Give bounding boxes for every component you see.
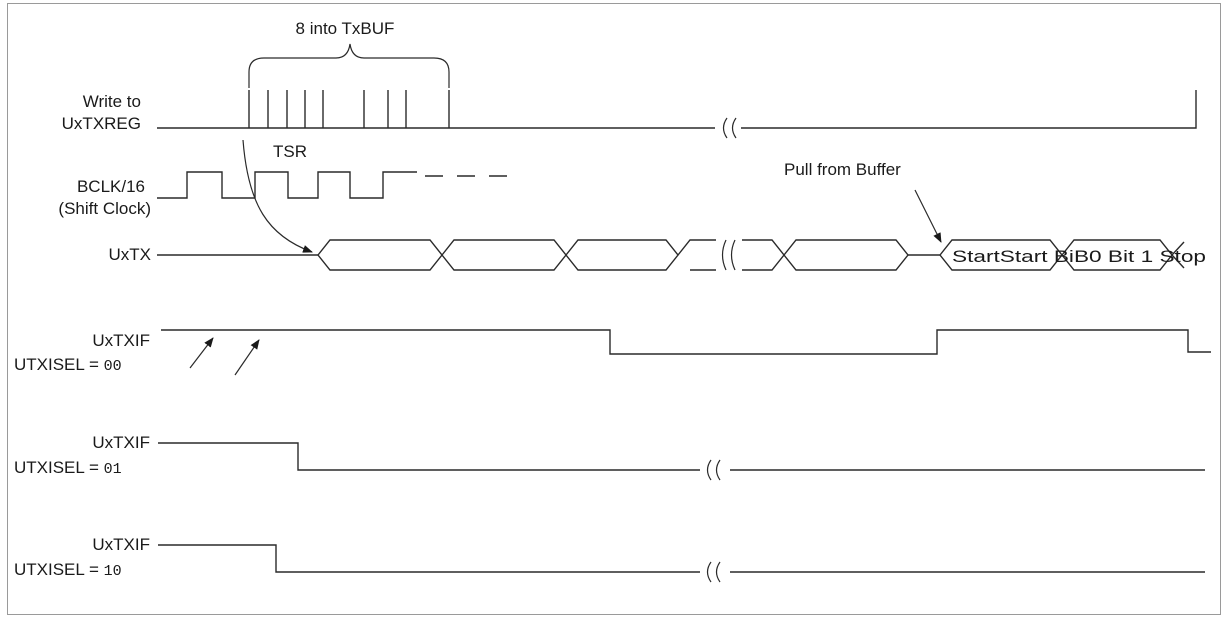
txif10-mode-prefix: UTXISEL = (14, 560, 104, 579)
uxtx-bit-cell (565, 239, 679, 271)
write-waveform (157, 90, 1197, 129)
write-pulses (248, 90, 450, 128)
uxtx-label: UxTX (109, 245, 152, 264)
txif01-mode-prefix: UTXISEL = (14, 458, 104, 477)
tx-buffer-brace (248, 43, 450, 88)
tsr-load-arrow (242, 139, 313, 253)
uxtx-bit-cell-partial (742, 239, 785, 271)
bclk-label-line2: (Shift Clock) (58, 199, 151, 218)
uxtx-bit-cell (783, 239, 909, 271)
txif10-break-symbol (706, 561, 721, 583)
txif00-mode-value: 00 (104, 358, 122, 375)
uxtx-bit-cell-edge (1171, 241, 1185, 269)
uxtx-bit-cell-partial (677, 239, 716, 271)
timing-diagram-frame (7, 3, 1221, 615)
txif01-waveform (158, 442, 1205, 471)
bclk-waveform (157, 171, 417, 199)
txif01-mode-value: 01 (104, 461, 122, 478)
uxtx-break-symbol (721, 239, 736, 271)
txif00-waveform (161, 329, 1211, 355)
txif01-mode-label: UTXISEL = 01 (14, 458, 122, 478)
pull-from-buffer-arrow (914, 189, 942, 243)
uxtx-tail-text: StartStart BiB0 Bit 1 Stop (952, 247, 1206, 266)
write-label-line1: Write to (83, 92, 141, 111)
txif10-mode-value: 10 (104, 563, 122, 580)
txif10-waveform (158, 544, 1205, 573)
bclk-label-line1: BCLK/16 (77, 177, 145, 196)
txif00-event-arrow (189, 337, 214, 369)
txif10-mode-label: UTXISEL = 10 (14, 560, 122, 580)
write-label-line2: UxTXREG (62, 114, 141, 133)
write-break-symbol (722, 117, 737, 139)
tsr-label: TSR (273, 142, 307, 161)
txif00-mode-prefix: UTXISEL = (14, 355, 104, 374)
txif01-name: UxTXIF (92, 433, 150, 452)
txif00-name: UxTXIF (92, 331, 150, 350)
pull-from-buffer-label: Pull from Buffer (784, 160, 901, 179)
uxtx-bit-cell (441, 239, 567, 271)
txif10-name: UxTXIF (92, 535, 150, 554)
uxtx-waveform (157, 239, 1185, 271)
txif00-event-arrow (234, 339, 260, 376)
txif01-break-symbol (706, 459, 721, 481)
brace-label: 8 into TxBUF (296, 19, 395, 38)
txif00-mode-label: UTXISEL = 00 (14, 355, 122, 375)
uxtx-bit-cell (317, 239, 443, 271)
